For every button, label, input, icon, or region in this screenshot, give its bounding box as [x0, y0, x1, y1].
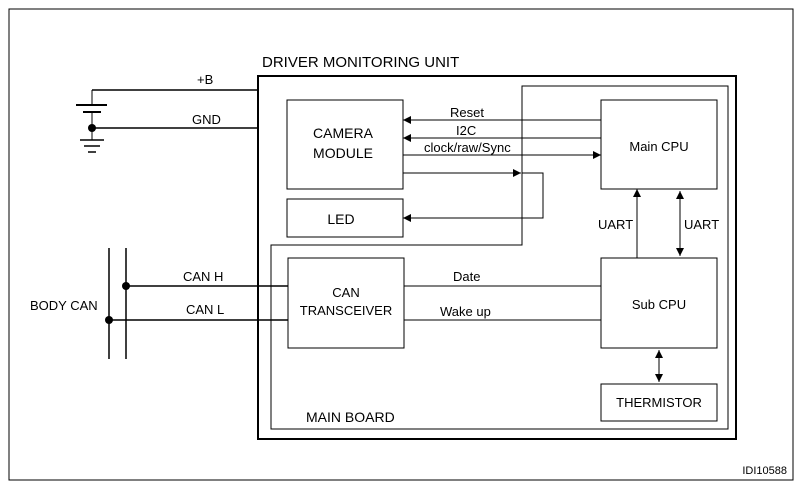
figure-id: IDI10588 [742, 465, 787, 477]
figure-frame [8, 8, 794, 481]
uart-right-label: UART [684, 217, 719, 232]
led-drive-arrow [403, 172, 544, 222]
can-h-label: CAN H [183, 269, 223, 284]
can-transceiver-box [287, 257, 405, 349]
gnd-label: GND [192, 112, 221, 127]
main-board-outline [270, 85, 729, 430]
can-transceiver-label-line2: TRANSCEIVER [300, 303, 392, 318]
i2c-label: I2C [456, 123, 476, 138]
wakeup-label: Wake up [440, 304, 491, 319]
thermistor-box [600, 383, 718, 422]
plus-b-label: +B [197, 72, 213, 87]
camera-module-label-line2: MODULE [313, 145, 373, 161]
can-transceiver-label-line1: CAN [332, 285, 359, 300]
can-l-label: CAN L [186, 302, 224, 317]
unit-title: DRIVER MONITORING UNIT [262, 54, 459, 71]
clock-sync-label: clock/raw/Sync [424, 140, 511, 155]
main-board-label: MAIN BOARD [306, 409, 395, 425]
thermistor-label: THERMISTOR [616, 395, 702, 410]
camera-module-label-line1: CAMERA [313, 125, 374, 141]
camera-module-box [286, 99, 404, 190]
sub-cpu-box [600, 257, 718, 349]
unit-outer-box [257, 75, 737, 440]
ground-symbol [80, 139, 104, 153]
body-can-label: BODY CAN [30, 298, 98, 313]
led-label: LED [327, 211, 354, 227]
main-cpu-box [600, 99, 718, 190]
sub-cpu-label: Sub CPU [632, 297, 686, 312]
main-cpu-label: Main CPU [629, 139, 688, 154]
date-label: Date [453, 269, 480, 284]
reset-label: Reset [450, 105, 484, 120]
battery-symbol [76, 90, 107, 140]
uart-left-label: UART [598, 217, 633, 232]
